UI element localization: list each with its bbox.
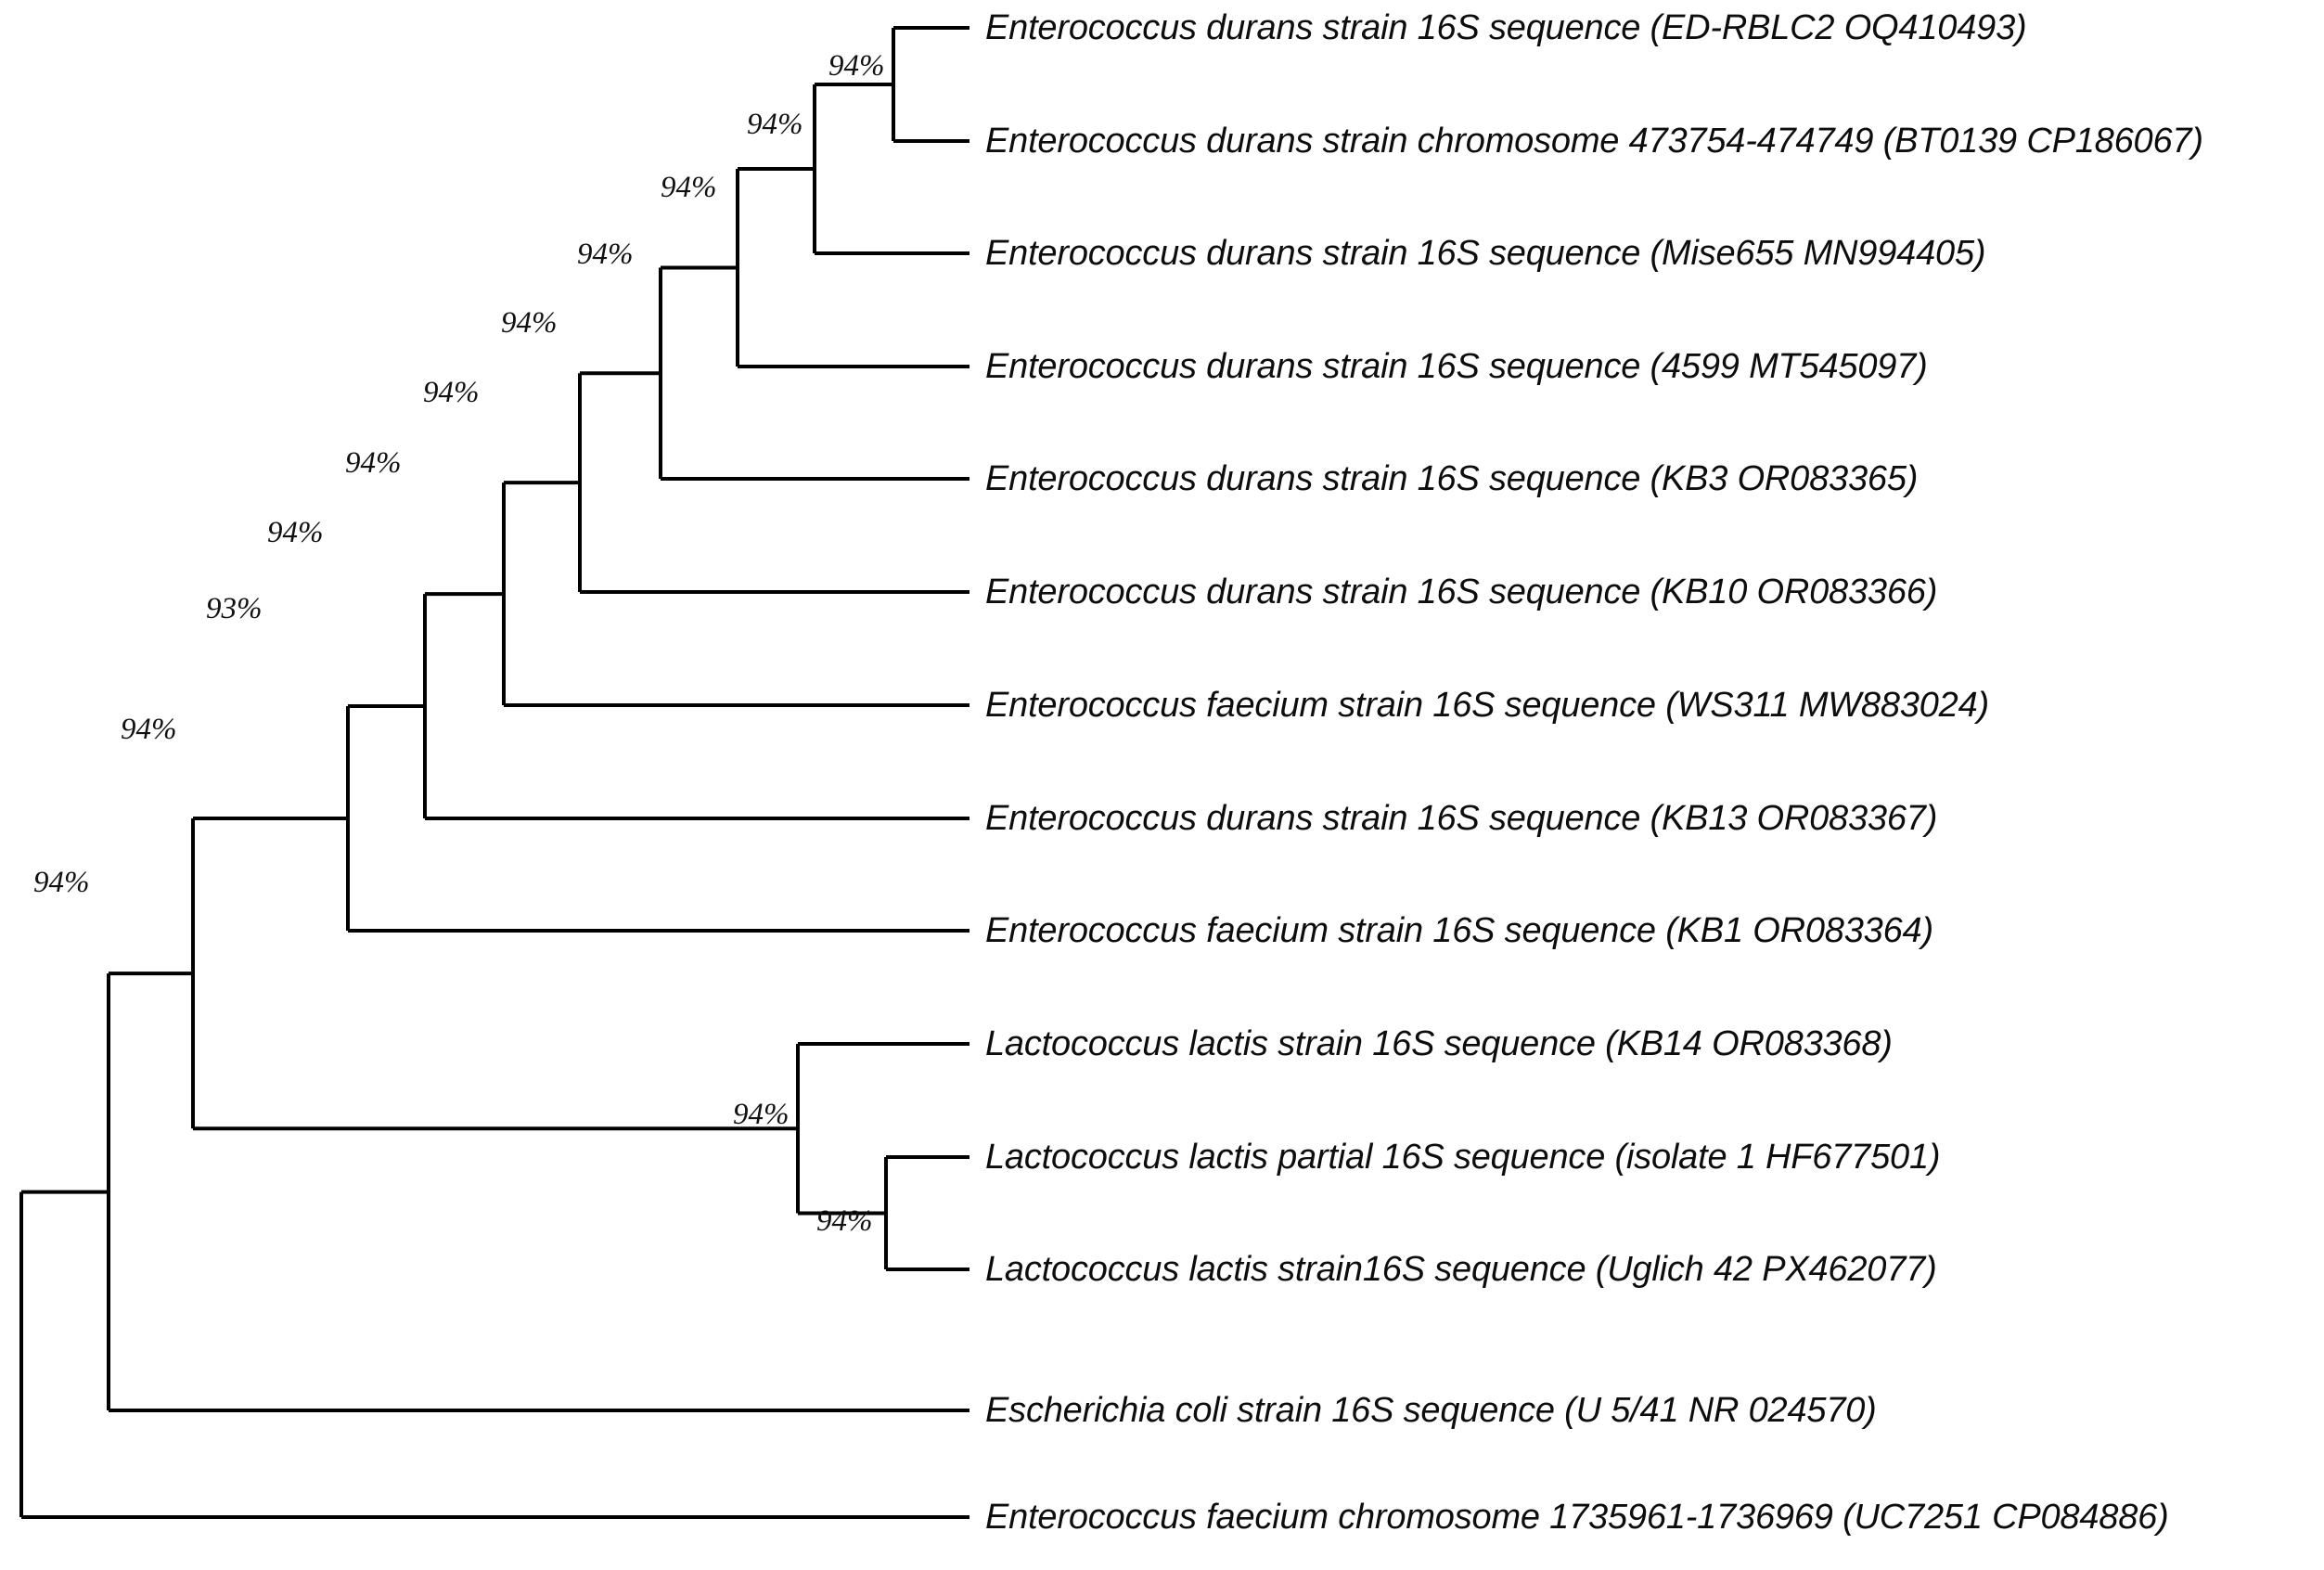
support-label-root: 94%	[33, 866, 90, 899]
support-label-n7: 94%	[345, 446, 402, 480]
support-label-n4: 94%	[577, 238, 634, 271]
tip-label: Enterococcus durans strain 16S sequence …	[985, 234, 1986, 273]
tip-label: Lactococcus lactis strain16S sequence (U…	[985, 1250, 1937, 1289]
support-label-n94: 94%	[121, 713, 177, 746]
support-label-n93: 93%	[206, 592, 263, 625]
tip-label: Enterococcus durans strain chromosome 47…	[985, 122, 2203, 161]
support-label-n3: 94%	[661, 171, 717, 204]
branch-group	[19, 26, 969, 1519]
support-label-n5: 94%	[501, 306, 558, 340]
tip-label: Enterococcus durans strain 16S sequence …	[985, 347, 1928, 386]
tip-label: Lactococcus lactis strain 16S sequence (…	[985, 1024, 1893, 1063]
tip-label: Enterococcus faecium chromosome 1735961-…	[985, 1498, 2169, 1537]
tip-label: Enterococcus durans strain 16S sequence …	[985, 799, 1938, 838]
tip-label: Enterococcus faecium strain 16S sequence…	[985, 686, 1989, 725]
support-label-n1: 94%	[828, 49, 885, 83]
support-label-lactococcus-clade: 94%	[733, 1098, 790, 1131]
tip-label: Enterococcus durans strain 16S sequence …	[985, 573, 1938, 611]
support-label-n6: 94%	[423, 376, 480, 409]
support-label-n2: 94%	[747, 108, 803, 141]
tip-label: Lactococcus lactis partial 16S sequence …	[985, 1138, 1941, 1177]
tip-label: Enterococcus durans strain 16S sequence …	[985, 459, 1919, 498]
support-label-n8: 94%	[267, 516, 324, 549]
support-label-lactococcus-pair: 94%	[816, 1204, 873, 1238]
tip-label: Enterococcus faecium strain 16S sequence…	[985, 911, 1933, 950]
tip-label: Escherichia coli strain 16S sequence (U …	[985, 1391, 1877, 1430]
tip-label: Enterococcus durans strain 16S sequence …	[985, 8, 2027, 47]
